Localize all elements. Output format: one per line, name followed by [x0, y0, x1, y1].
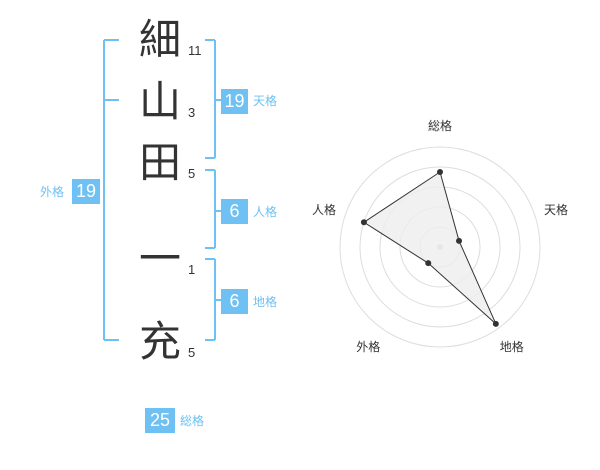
- gaikaku-label: 外格: [40, 185, 65, 199]
- radar-point: [437, 169, 443, 175]
- stroke-count: 11: [188, 43, 202, 58]
- jinkaku-value-badge: 6: [221, 199, 248, 224]
- radar-point: [456, 237, 463, 244]
- radar-axis-label: 外格: [356, 339, 381, 354]
- name-char: 山: [138, 77, 181, 126]
- radar-point: [492, 320, 499, 327]
- name-char: 田: [138, 138, 181, 187]
- chikaku-bracket: [205, 258, 221, 341]
- jinkaku-label: 人格: [253, 205, 278, 219]
- jinkaku-bracket: [205, 169, 221, 249]
- chikaku-value-badge: 6: [221, 289, 248, 314]
- radar-chart: [339, 146, 541, 348]
- name-char: 一: [138, 234, 181, 283]
- radar-ring: [359, 166, 521, 328]
- stroke-count: 3: [188, 105, 196, 120]
- name-char: 充: [138, 317, 181, 366]
- name-char: 細: [138, 15, 181, 64]
- radar-ring: [339, 146, 541, 348]
- radar-axis-label: 人格: [311, 203, 336, 218]
- tenkaku-bracket: [205, 39, 221, 159]
- gaikaku-value-badge: 19: [72, 179, 100, 204]
- radar-axis-label: 天格: [544, 203, 569, 218]
- stroke-count: 1: [188, 262, 196, 277]
- soukaku-value-badge: 25: [145, 408, 175, 433]
- stroke-count: 5: [188, 345, 196, 360]
- tenkaku-label: 天格: [253, 94, 278, 108]
- gaikaku-bracket: [103, 39, 119, 341]
- radar-series-polygon: [362, 171, 497, 325]
- radar-point: [360, 219, 367, 226]
- radar-axis-label: 地格: [499, 339, 524, 354]
- soukaku-label: 総格: [180, 414, 205, 428]
- chikaku-label: 地格: [253, 295, 278, 309]
- tenkaku-value-badge: 19: [221, 89, 248, 114]
- stroke-count: 5: [188, 166, 196, 181]
- radar-axis-label: 総格: [427, 119, 452, 133]
- radar-point: [425, 260, 432, 267]
